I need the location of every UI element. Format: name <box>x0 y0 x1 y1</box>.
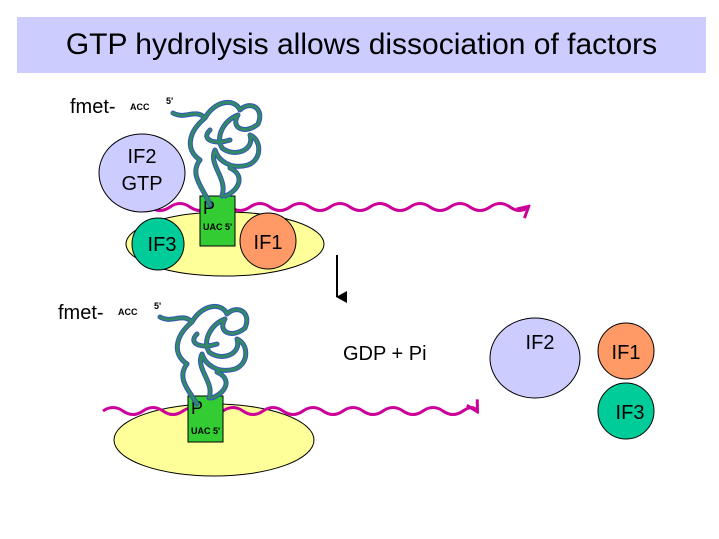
five-prime-bottom: 5' <box>154 301 161 311</box>
uac-top: UAC 5' <box>203 222 232 232</box>
if1-free-label: IF1 <box>612 342 641 364</box>
if3-free-label: IF3 <box>616 402 645 424</box>
p-site-bottom <box>187 395 224 443</box>
if2-top <box>98 133 186 213</box>
acc-top: ACC <box>130 102 150 112</box>
if3-top-label: IF3 <box>148 234 177 256</box>
slide-title: GTP hydrolysis allows dissociation of fa… <box>65 28 658 61</box>
acc-bottom: ACC <box>118 307 138 317</box>
five-prime-top: 5' <box>166 96 173 106</box>
uac-bottom: UAC 5' <box>191 426 220 436</box>
p-site-top-label: P <box>203 198 215 218</box>
title-bar: GTP hydrolysis allows dissociation of fa… <box>17 17 706 73</box>
if3-top <box>131 217 185 271</box>
fmet-bottom: fmet- <box>58 302 104 324</box>
if1-top <box>239 212 297 270</box>
if1-top-label: IF1 <box>254 232 283 254</box>
if1-free <box>597 322 655 380</box>
p-site-top <box>199 195 236 247</box>
trna-bottom <box>157 304 250 407</box>
if2-free <box>489 317 581 399</box>
if2-top-label: IF2 <box>128 146 157 168</box>
if2-top-gtp: GTP <box>121 173 162 195</box>
if3-free <box>597 382 655 440</box>
released-factors: GDP + Pi IF2 IF1 IF3 <box>343 317 655 440</box>
bottom-complex: P UAC 5' fmet- ACC 5' <box>58 301 477 477</box>
top-complex: P UAC 5' fmet- ACC 5' IF2 GTP IF3 IF1 <box>70 96 528 277</box>
mrna-bottom <box>102 408 477 416</box>
fmet-top: fmet- <box>70 96 116 118</box>
gdp-pi-label: GDP + Pi <box>343 343 427 365</box>
if2-free-label: IF2 <box>526 332 555 354</box>
mrna-top <box>129 202 528 211</box>
trna-top <box>170 100 263 208</box>
